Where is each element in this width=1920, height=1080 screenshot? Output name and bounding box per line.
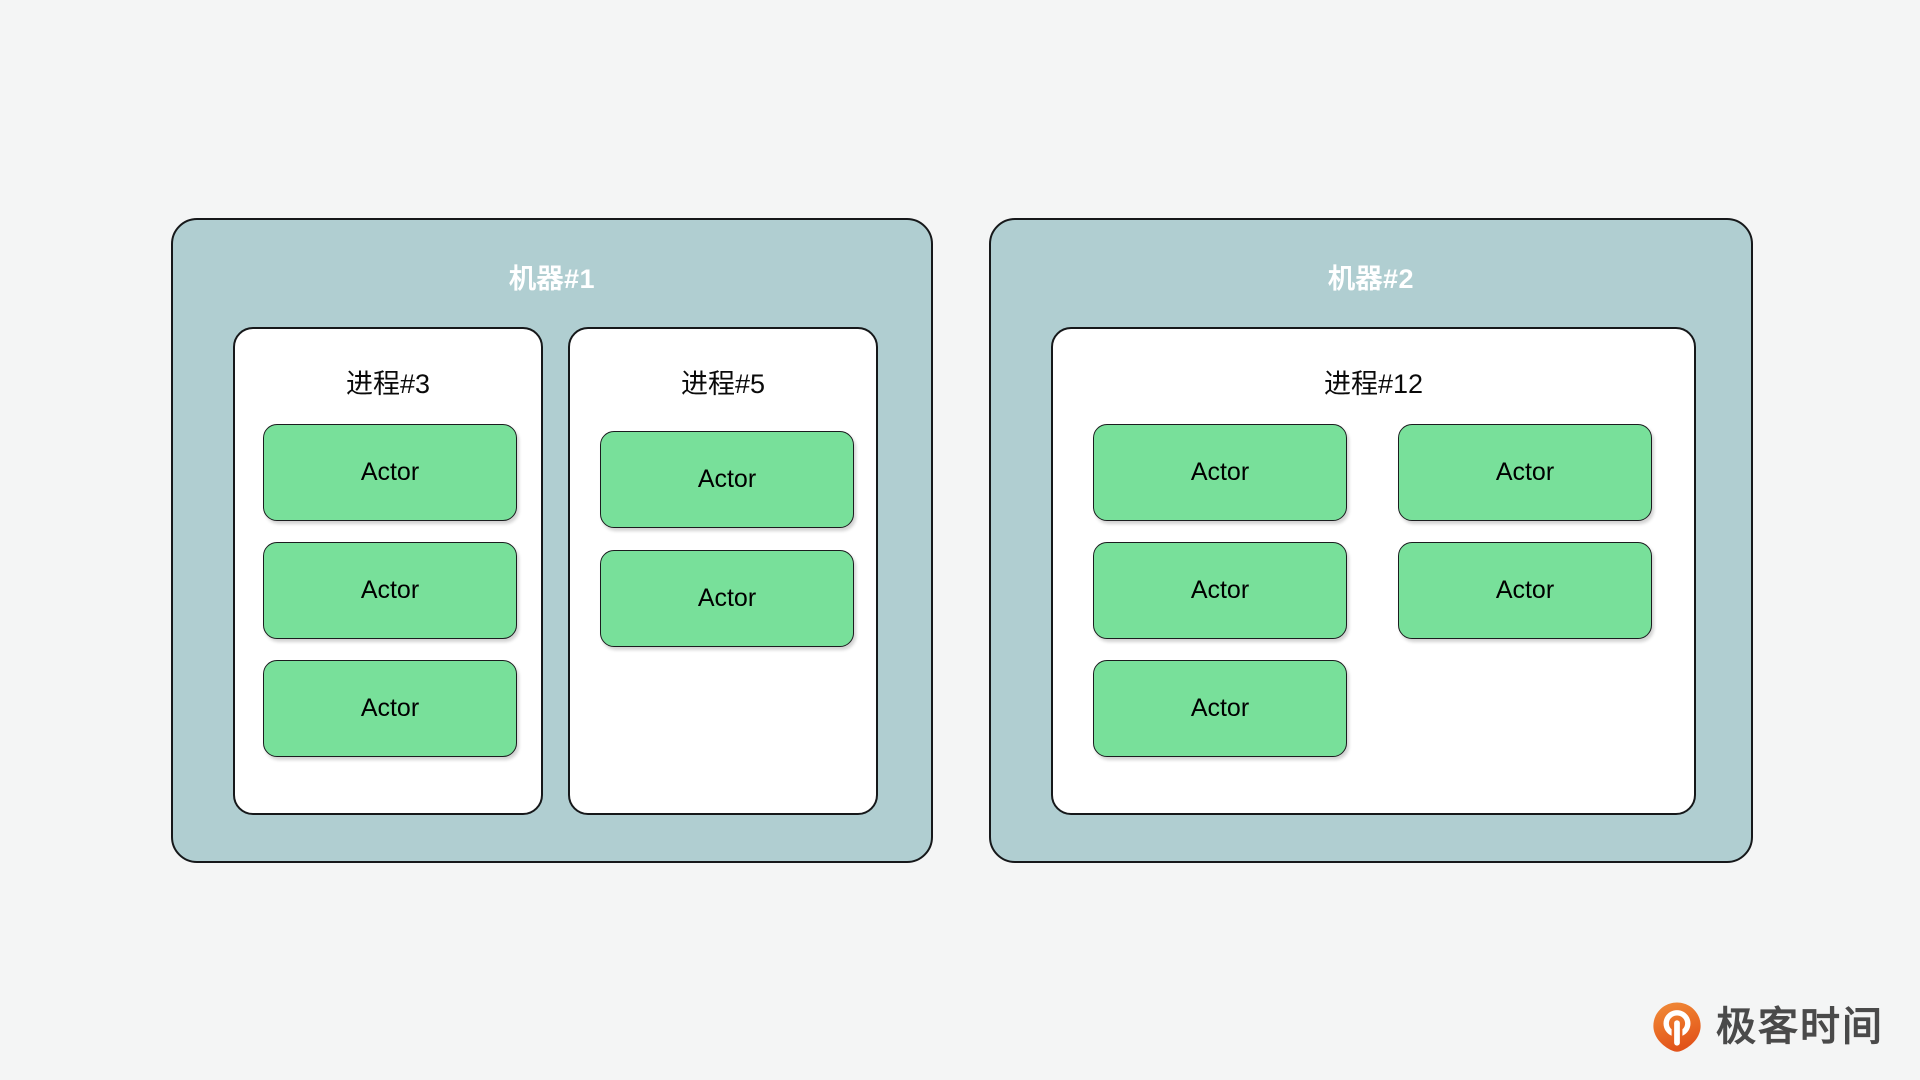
geektime-logo-icon [1653, 1002, 1701, 1052]
actor-box: Actor [600, 431, 854, 528]
machine-title-1: 机器#1 [508, 264, 596, 294]
process-container-12: 进程#12 Actor Actor Actor Actor Actor [1051, 327, 1696, 815]
actor-box: Actor [1398, 424, 1652, 521]
process-container-5: 进程#5 Actor Actor [568, 327, 878, 815]
process-title-12: 进程#12 [1323, 369, 1424, 399]
process-title-3: 进程#3 [345, 369, 431, 399]
actor-box: Actor [1093, 424, 1347, 521]
actor-box: Actor [263, 424, 517, 521]
brand-watermark: 极客时间 [1650, 1000, 1884, 1054]
process-title-5: 进程#5 [680, 369, 766, 399]
brand-name: 极客时间 [1716, 1005, 1884, 1049]
actor-box: Actor [1398, 542, 1652, 639]
machine-title-2: 机器#2 [1327, 264, 1415, 294]
process-container-3: 进程#3 Actor Actor Actor [233, 327, 543, 815]
machine-container-2: 机器#2 进程#12 Actor Actor Actor Actor Actor [989, 218, 1753, 863]
machine-container-1: 机器#1 进程#3 Actor Actor Actor 进程#5 Actor A… [171, 218, 933, 863]
actor-box: Actor [600, 550, 854, 647]
actor-box: Actor [1093, 660, 1347, 757]
actor-box: Actor [263, 542, 517, 639]
actor-box: Actor [263, 660, 517, 757]
actor-box: Actor [1093, 542, 1347, 639]
